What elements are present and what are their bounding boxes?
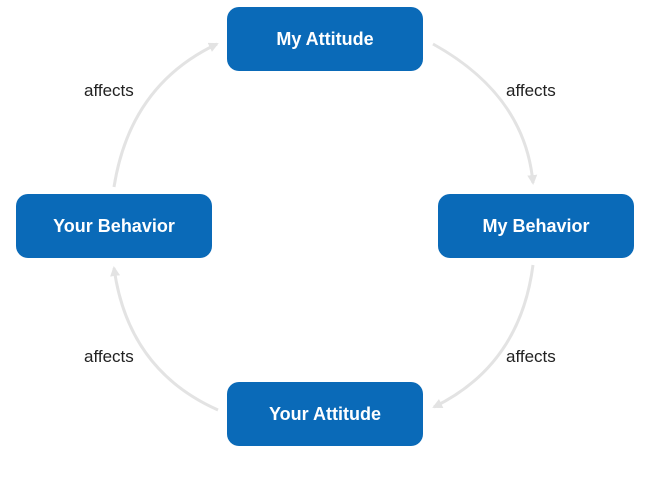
arrow-your-attitude-to-your-behavior — [110, 266, 219, 412]
node-my-behavior: My Behavior — [438, 194, 634, 258]
node-your-behavior-label: Your Behavior — [53, 215, 175, 236]
arrow-my-behavior-to-your-attitude — [432, 264, 535, 409]
node-my-behavior-label: My Behavior — [482, 215, 590, 236]
edge-label-your-attitude-to-your-behavior: affects — [84, 347, 134, 366]
node-your-attitude-label: Your Attitude — [269, 403, 381, 424]
edge-label-my-behavior-to-your-attitude: affects — [506, 347, 556, 366]
node-my-attitude: My Attitude — [227, 7, 423, 71]
edge-label-my-attitude-to-my-behavior: affects — [506, 81, 556, 100]
edge-label-your-behavior-to-my-attitude: affects — [84, 81, 134, 100]
node-your-behavior: Your Behavior — [16, 194, 212, 258]
arrow-my-attitude-to-my-behavior — [432, 42, 538, 185]
node-your-attitude: Your Attitude — [227, 382, 423, 446]
arrow-your-behavior-to-my-attitude — [112, 42, 219, 188]
node-my-attitude-label: My Attitude — [276, 28, 374, 49]
